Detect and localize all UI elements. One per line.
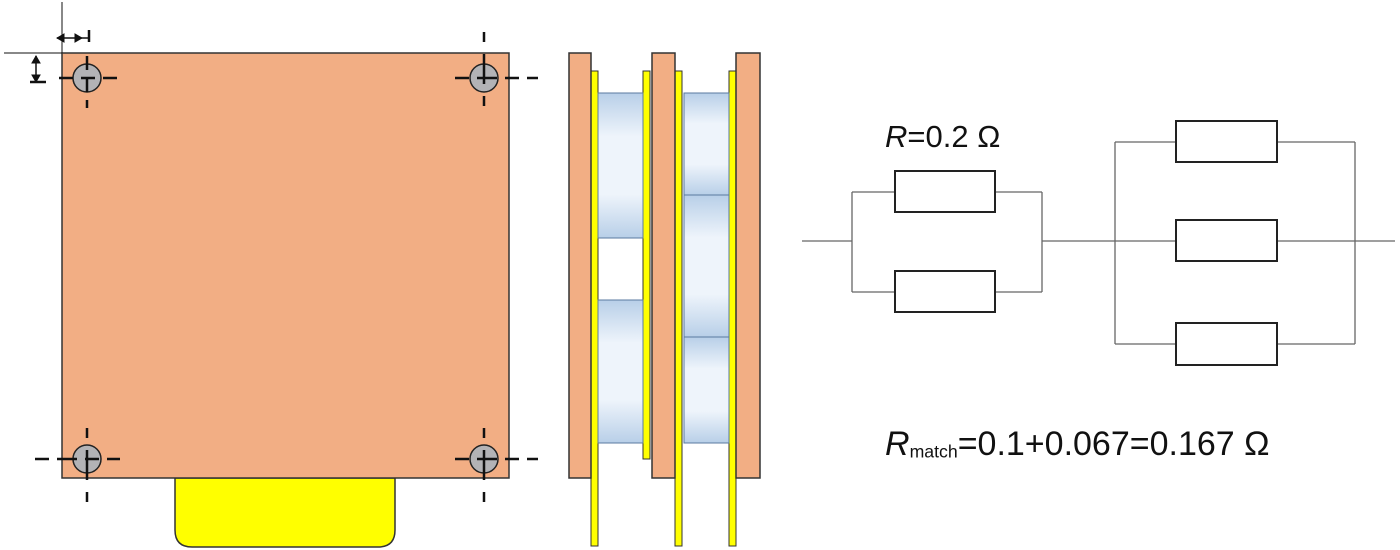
tab-strip — [674, 70, 683, 547]
match-equation: =0.1+0.067=0.167 Ω — [957, 425, 1270, 463]
match-resistance-label: Rmatch=0.1+0.067=0.167 Ω — [885, 425, 1270, 464]
copper-plate — [61, 52, 510, 479]
pouch-cell — [683, 92, 730, 196]
resistor — [894, 270, 996, 313]
tab-strip — [728, 70, 737, 547]
pouch-cell — [597, 299, 644, 444]
copper-busbar-side — [568, 52, 592, 479]
parallel-branch-b — [1114, 120, 1356, 366]
mounting-hole-top-right — [455, 32, 538, 108]
equivalent-circuit — [802, 120, 1395, 366]
match-symbol: R — [885, 425, 910, 463]
resistance-value: =0.2 Ω — [907, 119, 1001, 154]
pouch-cell — [683, 336, 730, 444]
resistance-symbol: R — [885, 119, 908, 154]
side-view-stack — [568, 52, 761, 547]
resistor — [1175, 219, 1278, 262]
pouch-cell — [683, 194, 730, 338]
tab-strip — [642, 70, 651, 460]
resistor — [1175, 120, 1278, 163]
copper-busbar-side — [735, 52, 761, 479]
resistor — [1175, 322, 1278, 366]
parallel-branch-a — [851, 170, 1043, 313]
match-subscript: match — [909, 441, 958, 462]
copper-busbar-side — [651, 52, 676, 479]
terminal-tab — [174, 477, 396, 548]
front-view-plate — [4, 2, 538, 548]
mounting-hole-bottom-right — [455, 428, 538, 502]
mounting-hole-top-left — [59, 56, 120, 108]
pouch-cell — [597, 92, 644, 239]
mounting-hole-bottom-left — [35, 428, 120, 502]
dimension-markers — [4, 2, 91, 84]
tab-strip — [590, 70, 599, 547]
resistance-label: R=0.2 Ω — [885, 119, 1000, 155]
resistor — [894, 170, 996, 213]
